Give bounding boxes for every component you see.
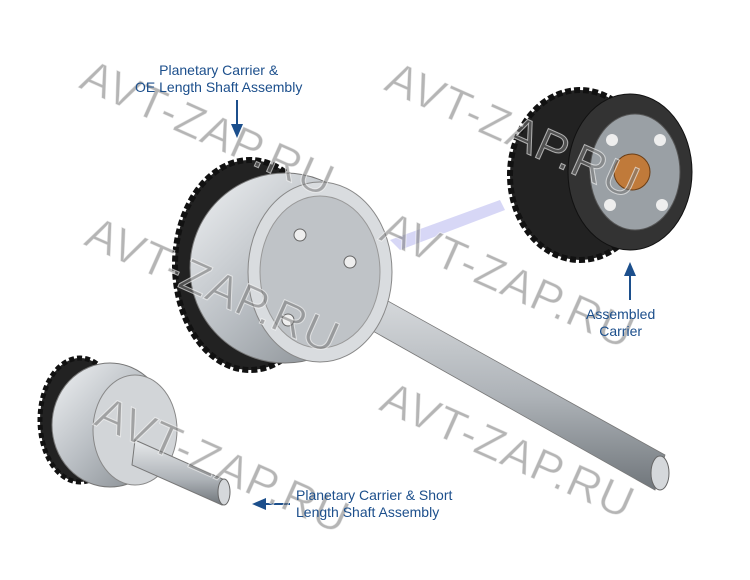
label-short-shaft-assembly: Planetary Carrier & Short Length Shaft A… xyxy=(296,487,452,521)
label-assembled-carrier: Assembled Carrier xyxy=(586,306,655,340)
label-line: OE Length Shaft Assembly xyxy=(135,79,303,95)
label-oe-shaft-assembly: Planetary Carrier & OE Length Shaft Asse… xyxy=(135,62,302,96)
label-line: Planetary Carrier & xyxy=(159,62,279,78)
short-carrier xyxy=(37,355,231,506)
label-line: Assembled xyxy=(586,306,656,322)
assembled-carrier xyxy=(390,87,693,263)
label-line: Length Shaft Assembly xyxy=(296,504,440,520)
label-line: Carrier xyxy=(599,323,643,339)
oe-carrier xyxy=(172,157,393,373)
label-line: Planetary Carrier & Short xyxy=(296,487,453,503)
callout-arrows xyxy=(231,100,636,510)
